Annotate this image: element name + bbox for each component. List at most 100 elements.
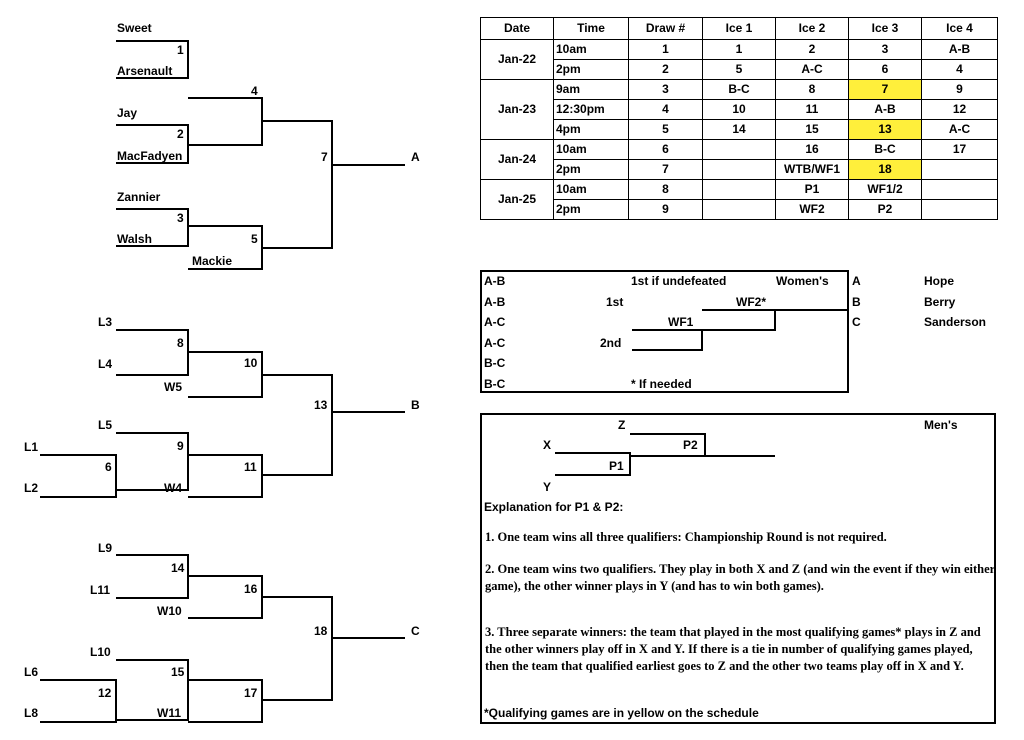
- ice-cell: 2: [775, 39, 849, 60]
- entry-label: L5: [98, 418, 113, 432]
- bracket-b-game-9-connector: [116, 432, 189, 491]
- ice-cell: 9: [921, 79, 998, 100]
- entry-label: L11: [90, 583, 111, 597]
- explanation-point-2: 2. One team wins two qualifiers. They pl…: [485, 562, 995, 593]
- team-jay: Jay: [117, 106, 138, 120]
- matchup-label: A-B: [484, 295, 506, 309]
- table-row: 2pm 7 WTB/WF1 18: [481, 159, 998, 180]
- draw-cell: 2: [628, 59, 703, 80]
- ice-cell: 17: [921, 139, 998, 160]
- x-label: X: [543, 438, 552, 452]
- womens-bracket-box: [480, 270, 849, 393]
- p2-label: P2: [683, 438, 698, 452]
- table-row: Jan-23 9am 3 B-C 8 7 9: [480, 79, 998, 140]
- ice-cell: [702, 199, 776, 220]
- p1-label: P1: [609, 459, 624, 473]
- column-header: Date: [480, 17, 554, 40]
- table-row: Jan-24 10am 6 16 B-C 17: [480, 139, 998, 180]
- bracket-c-game-18-connector: [262, 596, 333, 701]
- ice-cell: B-C: [848, 139, 922, 160]
- column-header: Ice 1: [702, 17, 776, 40]
- entry-label: L2: [24, 481, 39, 495]
- date-cell: Jan-25: [480, 179, 554, 220]
- team-sweet: Sweet: [117, 21, 152, 35]
- table-row: Jan-25 10am 8 P1 WF1/2: [480, 179, 998, 220]
- draw-cell: 1: [628, 39, 703, 60]
- table-row: 2pm 2 5 A-C 6 4: [481, 59, 998, 80]
- time-cell: 12:30pm: [553, 99, 629, 120]
- matchup-label: A-B: [484, 274, 506, 288]
- column-header: Time: [553, 17, 629, 40]
- game-number: 1: [177, 43, 184, 57]
- qualifying-ice-cell: 7: [848, 79, 922, 100]
- column-header: Ice 4: [921, 17, 998, 40]
- entry-label: L1: [24, 440, 39, 454]
- womens-wf1-connector: [632, 329, 703, 351]
- ice-cell: P1: [775, 179, 849, 200]
- bracket-b-game-13-connector: [262, 374, 333, 476]
- time-cell: 10am: [553, 179, 629, 200]
- game-number: 10: [244, 356, 258, 370]
- ice-cell: 10: [702, 99, 776, 120]
- pool-team: Sanderson: [924, 315, 987, 329]
- entry-label: W5: [164, 380, 182, 394]
- entry-label: L3: [98, 315, 113, 329]
- matchup-label: B-C: [484, 377, 506, 391]
- bracket-c-game-12-connector: [40, 679, 117, 723]
- ice-cell: 3: [848, 39, 922, 60]
- mens-p1-connector: [555, 452, 631, 476]
- ice-cell: A-C: [775, 59, 849, 80]
- ice-cell: [921, 159, 998, 180]
- table-header-row: Date Time Draw # Ice 1 Ice 2 Ice 3 Ice 4: [480, 17, 998, 40]
- entry-label: W4: [164, 481, 182, 495]
- game-number: 13: [314, 398, 328, 412]
- ice-cell: A-C: [921, 119, 998, 140]
- game-number: 16: [244, 582, 258, 596]
- ice-cell: 5: [702, 59, 776, 80]
- ice-cell: 14: [702, 119, 776, 140]
- time-cell: 10am: [553, 39, 629, 60]
- table-row: Jan-22 10am 1 1 2 3 A-B: [480, 39, 998, 80]
- game-number: 15: [171, 665, 185, 679]
- y-label: Y: [543, 480, 552, 494]
- ice-cell: 8: [775, 79, 849, 100]
- column-header: Ice 2: [775, 17, 849, 40]
- pool-team: Hope: [924, 274, 954, 288]
- bracket-a-game-7-connector: [262, 120, 333, 249]
- table-row: 12:30pm 4 10 11 A-B 12: [481, 99, 998, 120]
- matchup-label: A-C: [484, 315, 506, 329]
- matchup-label: B-C: [484, 356, 506, 370]
- time-cell: 10am: [553, 139, 629, 160]
- mens-p2-connector: [630, 433, 706, 457]
- time-cell: 9am: [553, 79, 629, 100]
- ice-cell: 15: [775, 119, 849, 140]
- time-cell: 2pm: [553, 159, 629, 180]
- explanation-point-3: 3. Three separate winners: the team that…: [485, 625, 981, 673]
- explanation-point-1: 1. One team wins all three qualifiers: C…: [485, 530, 887, 544]
- ice-cell: [702, 179, 776, 200]
- z-label: Z: [618, 418, 626, 432]
- date-cell: Jan-22: [480, 39, 554, 80]
- game-number: 5: [251, 232, 258, 246]
- ice-cell: A-B: [848, 99, 922, 120]
- game-number: 8: [177, 336, 184, 350]
- ice-cell: 16: [775, 139, 849, 160]
- time-cell: 2pm: [553, 199, 629, 220]
- game-number: 4: [251, 84, 258, 98]
- bracket-a-game-3-connector: [116, 208, 189, 247]
- date-cell: Jan-23: [480, 79, 554, 140]
- mens-title: Men's: [924, 418, 958, 432]
- time-cell: 4pm: [553, 119, 629, 140]
- time-cell: 2pm: [553, 59, 629, 80]
- schedule-table: Date Time Draw # Ice 1 Ice 2 Ice 3 Ice 4…: [480, 17, 998, 220]
- table-row: 4pm 5 14 15 13 A-C: [481, 119, 998, 140]
- entry-label: L10: [90, 645, 111, 659]
- wf1-label: WF1: [668, 315, 694, 329]
- draw-cell: 7: [628, 159, 703, 180]
- first-place-label: 1st: [606, 295, 624, 309]
- pool-team: Berry: [924, 295, 956, 309]
- first-if-undefeated-label: 1st if undefeated: [631, 274, 727, 288]
- team-zannier: Zannier: [117, 190, 161, 204]
- ice-cell: [702, 139, 776, 160]
- ice-cell: WF2: [775, 199, 849, 220]
